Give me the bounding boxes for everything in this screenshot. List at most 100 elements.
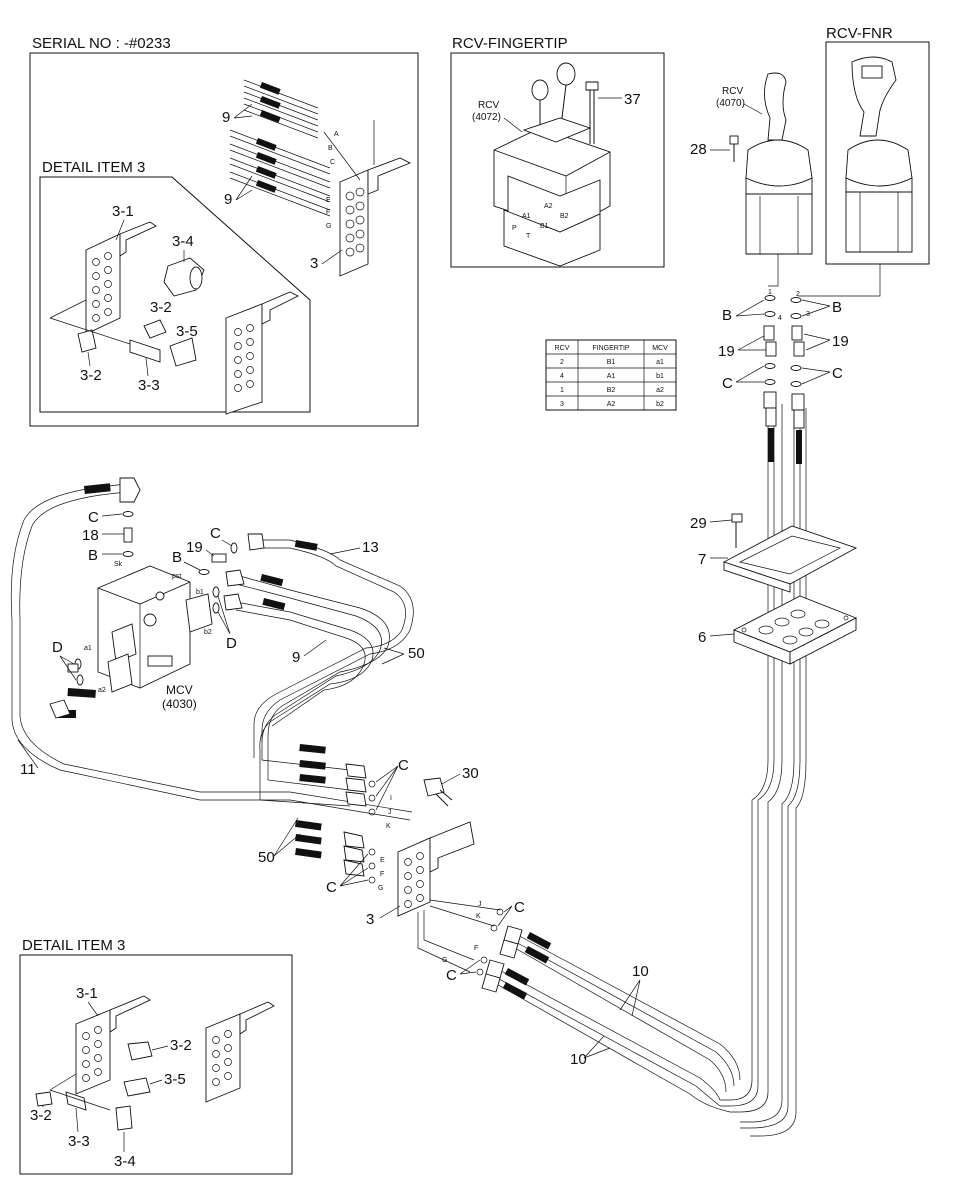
callout-3-2b-top: 3-2 — [80, 367, 102, 384]
port-table-cell: 3 — [560, 401, 564, 408]
mcv-hose-fittings — [49, 533, 367, 877]
port-table-cell: a1 — [656, 359, 664, 366]
callout-b-mcv-1: B — [88, 547, 98, 564]
callout-3-1-bottom: 3-1 — [76, 985, 98, 1002]
port-table-frame — [545, 339, 677, 411]
leader-d-mcv-1 — [59, 655, 77, 681]
rcv-fingertip-name: RCV — [478, 100, 499, 111]
port-table-cell: b1 — [656, 373, 664, 380]
fingertip-box: RCV-FINGERTIP RCV (4072) 37 A1 A2 B2 B1 … — [450, 35, 665, 268]
leader-6 — [709, 633, 735, 637]
leader-9-mcv — [303, 639, 327, 657]
port-label-f: F — [326, 209, 330, 216]
mcv-port-b2: b2 — [204, 629, 212, 636]
port-table-cell: 2 — [560, 359, 564, 366]
callout-3-4-bottom: 3-4 — [114, 1153, 136, 1170]
callout-3-5-top: 3-5 — [176, 323, 198, 340]
leader-3-top — [321, 249, 343, 265]
callout-29: 29 — [690, 515, 707, 532]
joystick-links — [768, 254, 881, 297]
port-label-b: B — [328, 145, 333, 152]
leader-b-left — [735, 299, 765, 317]
mount-plates — [722, 513, 858, 665]
callout-c-center-4: C — [446, 967, 457, 984]
callout-9-upper: 9 — [222, 109, 230, 126]
block-port-k2: K — [476, 913, 481, 920]
port-label-g: G — [326, 223, 331, 230]
port-table-header: RCV — [555, 345, 570, 352]
port-t-fingertip: T — [526, 233, 531, 240]
port-table-header: FINGERTIP — [592, 345, 630, 352]
callout-10-upper: 10 — [632, 963, 649, 980]
callout-3-2-bottom: 3-2 — [170, 1037, 192, 1054]
callout-c-mcv-2: C — [210, 525, 221, 542]
callout-9-mcv: 9 — [292, 649, 300, 666]
fnr-box: RCV-FNR — [825, 25, 930, 265]
callout-3-top: 3 — [310, 255, 318, 272]
callout-3-3-top: 3-3 — [138, 377, 160, 394]
callout-3-5-bottom: 3-5 — [164, 1071, 186, 1088]
leader-d-mcv-2 — [217, 595, 231, 635]
port-table-cell: a2 — [656, 387, 664, 394]
leader-3-5-bottom — [149, 1079, 163, 1085]
port-table-cell: A1 — [607, 373, 616, 380]
callout-b-mcv-2: B — [172, 549, 182, 566]
hoses-10 — [481, 925, 741, 1113]
leader-19-left — [737, 335, 766, 351]
port-table-cell: 4 — [560, 373, 564, 380]
callout-3-1-top: 3-1 — [112, 203, 134, 220]
leader-29 — [709, 519, 733, 523]
detail-top-title: DETAIL ITEM 3 — [42, 159, 145, 176]
leader-c-mcv-2 — [221, 539, 233, 547]
fingertip-title: RCV-FINGERTIP — [452, 35, 568, 52]
block-port-f2: F — [474, 945, 478, 952]
block-port-i: I — [390, 795, 392, 802]
rcv-hose-ends — [763, 391, 805, 464]
callout-11: 11 — [20, 761, 36, 778]
detail-top-frame — [39, 176, 311, 413]
callout-c-right: C — [832, 365, 843, 382]
leader-11 — [17, 739, 39, 769]
leader-9-upper — [233, 103, 253, 119]
block-port-j2: J — [478, 901, 482, 908]
serial-hoses — [229, 79, 412, 277]
leader-9-lower — [235, 175, 253, 201]
leader-c-center-2 — [339, 853, 369, 887]
port-label-c: C — [330, 159, 335, 166]
long-hose-11 — [10, 483, 413, 821]
rcv-4070-joystick: RCV (4070) 28 — [690, 72, 813, 255]
callout-3-2b-bottom: 3-2 — [30, 1107, 52, 1124]
callout-c-center-1: C — [398, 757, 409, 774]
leader-c-left — [735, 365, 765, 383]
leader-b-right — [801, 299, 831, 317]
callout-19-left: 19 — [718, 343, 735, 360]
detail-top-parts — [49, 221, 300, 415]
leader-3-3-bottom — [75, 1107, 79, 1133]
callout-28: 28 — [690, 141, 707, 158]
port-table-cell: B1 — [607, 359, 616, 366]
callout-c-mcv-1: C — [88, 509, 99, 526]
callout-50-mcv: 50 — [408, 645, 425, 662]
port-label-e: E — [326, 197, 331, 204]
port-label-a: A — [334, 131, 339, 138]
callout-30: 30 — [462, 765, 479, 782]
mcv-port-b1: b1 — [196, 589, 204, 596]
leader-10-lower — [583, 1035, 611, 1059]
leader-10-upper — [619, 979, 641, 1017]
callout-3-2-top: 3-2 — [150, 299, 172, 316]
rcv-port-3: 3 — [806, 311, 810, 318]
leader-3-center — [379, 905, 401, 919]
serial-box: SERIAL NO : -#0233 DETAIL ITEM 3 — [29, 35, 419, 427]
fnr-title: RCV-FNR — [826, 25, 893, 42]
leader-19-mcv — [205, 549, 215, 557]
mcv-block — [97, 565, 213, 693]
rcv-fnr-code: (4070) — [716, 98, 745, 109]
mcv-small-fittings — [67, 511, 238, 686]
leader-3-2b-top — [87, 351, 91, 367]
callout-19-mcv: 19 — [186, 539, 203, 556]
port-a2-fingertip: A2 — [544, 203, 553, 210]
callout-9-lower: 9 — [224, 191, 232, 208]
callout-3-4-top: 3-4 — [172, 233, 194, 250]
